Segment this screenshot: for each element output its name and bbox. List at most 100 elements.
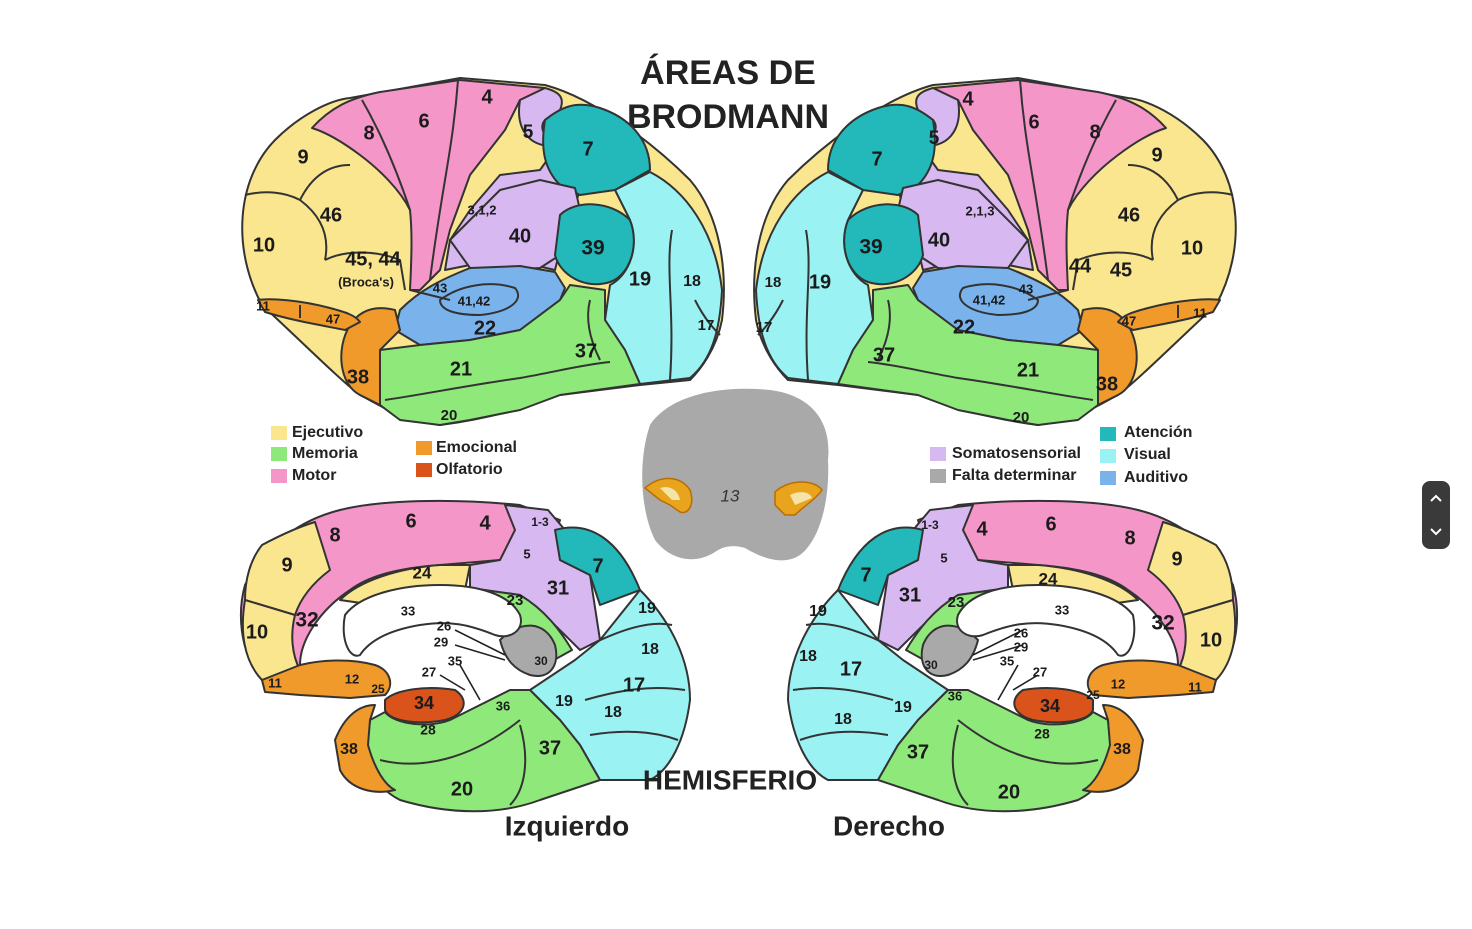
scroll-down-button[interactable] — [1424, 519, 1448, 545]
legend-label-motor: Motor — [292, 467, 336, 484]
legend-label-visual: Visual — [1124, 446, 1171, 463]
area-label-mr18b: 18 — [834, 711, 852, 728]
area-label-l21: 21 — [450, 358, 472, 380]
area-label-r19: 19 — [809, 271, 831, 293]
area-label-r20: 20 — [1013, 409, 1030, 426]
area-label-mr5: 5 — [940, 550, 947, 565]
area-label-r37: 37 — [873, 344, 895, 366]
area-label-l18: 18 — [683, 273, 701, 290]
area-label-mr7: 7 — [860, 564, 871, 586]
area-label-mr26: 26 — [1014, 625, 1028, 640]
area-label-ml8: 8 — [329, 524, 340, 546]
area-label-ml35: 35 — [448, 653, 462, 668]
area-label-l9: 9 — [297, 146, 308, 168]
area-label-mr4: 4 — [976, 518, 988, 540]
area-label-ml10: 10 — [246, 621, 268, 643]
area-label-r7: 7 — [871, 148, 882, 170]
hemisphere-heading: HEMISFERIO — [643, 764, 817, 795]
legend-swatch-olfatorio — [416, 463, 432, 477]
area-label-ml31: 31 — [547, 577, 569, 599]
area-label-mr24: 24 — [1039, 569, 1058, 588]
area-label-ml20: 20 — [451, 778, 473, 800]
legend-label-ejecutivo: Ejecutivo — [292, 424, 363, 441]
legend-label-olfatorio: Olfatorio — [436, 461, 503, 478]
area-label-mr36: 36 — [948, 688, 962, 703]
legend-label-somatosensorial: Somatosensorial — [952, 445, 1081, 462]
area-label-l10: 10 — [253, 234, 275, 256]
area-label-mr8: 8 — [1124, 527, 1135, 549]
area-label-ml7: 7 — [592, 555, 603, 577]
area-label-ml34: 34 — [414, 693, 434, 713]
area-label-mr37: 37 — [907, 741, 929, 763]
area-label-l47: 47 — [326, 311, 340, 326]
area-label-r11: 11 — [1193, 305, 1207, 320]
area-label-mr20: 20 — [998, 781, 1020, 803]
area-label-r40: 40 — [928, 229, 950, 251]
area-label-mr12: 12 — [1111, 676, 1125, 691]
area-label-ml19b: 19 — [555, 693, 573, 710]
area-label-ml17: 17 — [623, 674, 645, 696]
area-label-ml25: 25 — [371, 682, 385, 696]
area-label-r8: 8 — [1089, 121, 1100, 143]
area-label-l46: 46 — [320, 204, 342, 226]
area-label-l39: 39 — [581, 237, 604, 260]
area-label-r4: 4 — [962, 88, 974, 110]
area-label-ml26: 26 — [437, 618, 451, 633]
area-label-mr19b: 19 — [894, 699, 912, 716]
area-label-r4142: 41,42 — [973, 292, 1006, 307]
area-label-ml37: 37 — [539, 737, 561, 759]
area-label-mr6: 6 — [1045, 513, 1056, 535]
area-label-ml32: 32 — [295, 609, 318, 632]
area-label-l19: 19 — [629, 268, 651, 290]
chevron-up-icon — [1430, 494, 1442, 502]
area-label-l4142: 41,42 — [458, 293, 491, 308]
area-label-mr11: 11 — [1188, 679, 1202, 694]
area-label-mr23: 23 — [948, 594, 965, 611]
legend-swatch-ejecutivo — [271, 426, 287, 440]
area-label-mr38: 38 — [1113, 741, 1131, 758]
scroll-control[interactable] — [1422, 481, 1450, 549]
brain-cross-section: 13 — [642, 388, 829, 561]
area-label-r213: 2,1,3 — [966, 203, 995, 218]
area-label-r21: 21 — [1017, 359, 1039, 381]
area-label-ml36: 36 — [496, 698, 510, 713]
area-label-mr13: 1-3 — [921, 518, 939, 532]
area-label-mr35: 35 — [1000, 653, 1014, 668]
area-label-l11: 11 — [256, 298, 270, 313]
area-label-ml29: 29 — [434, 634, 448, 649]
area-label-l40: 40 — [509, 225, 531, 247]
insula-label: 13 — [721, 486, 740, 505]
legend-swatch-somatosensorial — [930, 447, 946, 461]
area-label-r44: 44 — [1069, 255, 1092, 277]
area-label-l4544: 45, 44 — [345, 248, 401, 270]
legend-label-memoria: Memoria — [292, 445, 358, 462]
area-label-broca: (Broca's) — [338, 274, 394, 289]
area-label-mr31: 31 — [899, 584, 921, 606]
area-label-l22: 22 — [474, 317, 496, 339]
legend-swatch-motor — [271, 469, 287, 483]
chevron-down-icon — [1430, 528, 1442, 536]
area-label-ml27: 27 — [422, 664, 436, 679]
area-label-r45: 45 — [1110, 259, 1132, 281]
area-label-ml18b: 18 — [604, 704, 622, 721]
legend-swatch-memoria — [271, 447, 287, 461]
legend-label-atencion: Atención — [1124, 424, 1192, 441]
area-label-mr10: 10 — [1200, 629, 1222, 651]
scroll-up-button[interactable] — [1424, 485, 1448, 511]
area-label-r5: 5 — [929, 128, 940, 149]
hemisphere-left-label: Izquierdo — [505, 810, 629, 841]
area-label-ml9: 9 — [281, 554, 292, 576]
area-label-ml38: 38 — [340, 741, 358, 758]
area-label-mr33: 33 — [1055, 602, 1069, 617]
medial-pointer-lines — [439, 629, 1039, 701]
area-label-r38: 38 — [1096, 373, 1118, 395]
legend-label-emocional: Emocional — [436, 439, 517, 456]
area-label-mr19a: 19 — [809, 603, 827, 620]
area-label-ml12: 12 — [345, 671, 359, 686]
title-line-1: ÁREAS DE — [640, 54, 816, 92]
area-label-r22: 22 — [953, 316, 975, 338]
area-label-ml24: 24 — [413, 563, 432, 582]
legend-label-falta-determinar: Falta determinar — [952, 467, 1076, 484]
